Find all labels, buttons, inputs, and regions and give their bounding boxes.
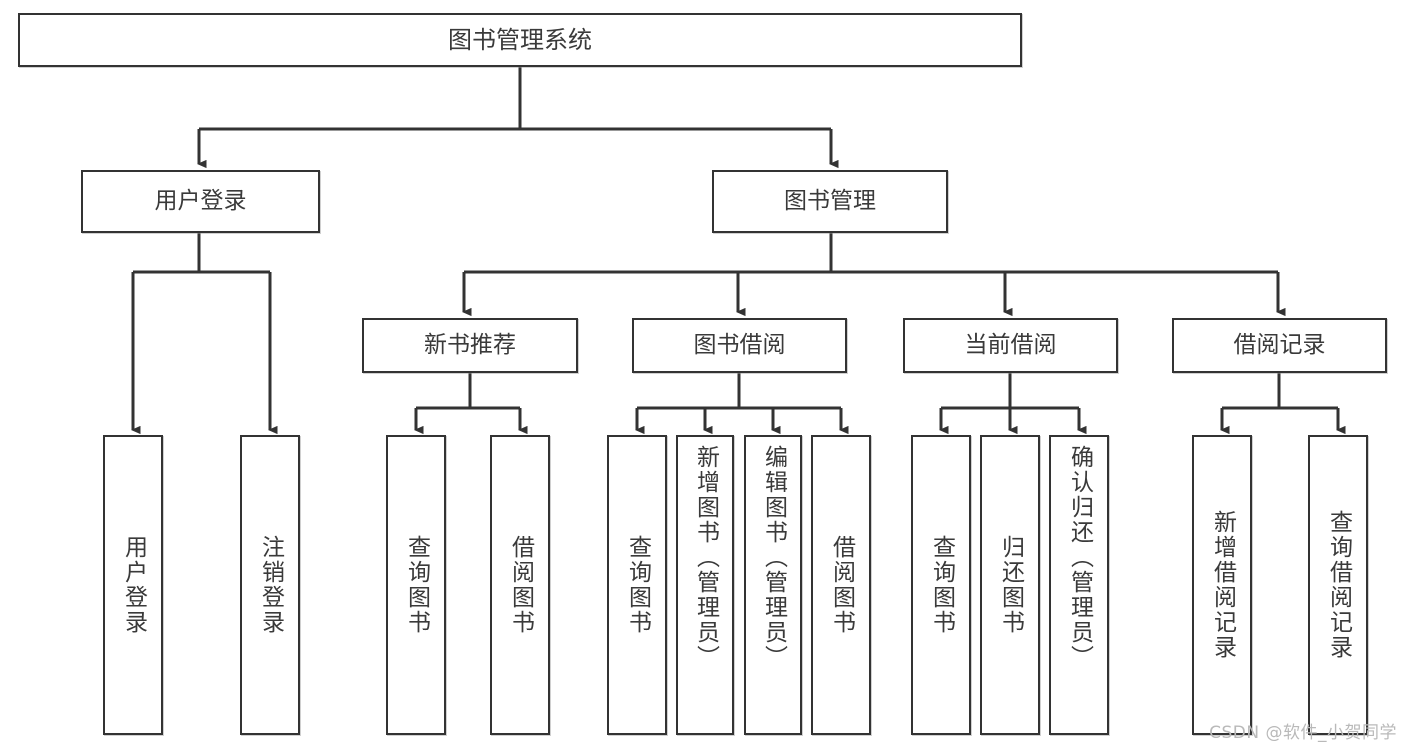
leaf-borrow-book-borrow[interactable]: 借阅图书: [811, 435, 871, 735]
node-book-manage[interactable]: 图书管理: [712, 170, 948, 233]
node-label: 新增图书（管理员）: [692, 445, 719, 670]
node-label: 借阅图书: [507, 535, 534, 635]
leaf-user-login[interactable]: 用户登录: [103, 435, 163, 735]
node-root-system[interactable]: 图书管理系统: [18, 13, 1022, 67]
node-borrow-record[interactable]: 借阅记录: [1172, 318, 1387, 373]
node-label: 确认归还（管理员）: [1066, 445, 1093, 670]
node-label: 查询图书: [403, 535, 430, 635]
leaf-query-book-current[interactable]: 查询图书: [911, 435, 971, 735]
leaf-query-book-borrow[interactable]: 查询图书: [607, 435, 667, 735]
node-label: 查询图书: [624, 535, 651, 635]
leaf-user-logout[interactable]: 注销登录: [240, 435, 300, 735]
node-user-login[interactable]: 用户登录: [81, 170, 320, 233]
node-label: 新书推荐: [424, 331, 516, 358]
node-label: 新增借阅记录: [1209, 510, 1236, 660]
leaf-add-borrow-record[interactable]: 新增借阅记录: [1192, 435, 1252, 735]
leaf-return-book[interactable]: 归还图书: [980, 435, 1040, 735]
node-label: 借阅图书: [828, 535, 855, 635]
watermark-text: CSDN @软件_小贺同学: [1209, 723, 1397, 743]
leaf-borrow-book-recommend[interactable]: 借阅图书: [490, 435, 550, 735]
node-label: 当前借阅: [964, 331, 1057, 358]
leaf-add-book-admin[interactable]: 新增图书（管理员）: [676, 435, 734, 735]
node-label: 查询图书: [928, 535, 955, 635]
node-label: 用户登录: [120, 535, 147, 635]
node-label: 图书管理系统: [448, 25, 592, 54]
node-label: 注销登录: [257, 535, 284, 635]
node-current-borrow[interactable]: 当前借阅: [903, 318, 1118, 373]
leaf-query-book-recommend[interactable]: 查询图书: [386, 435, 446, 735]
leaf-confirm-return-admin[interactable]: 确认归还（管理员）: [1049, 435, 1109, 735]
node-label: 借阅记录: [1233, 331, 1326, 358]
node-label: 归还图书: [997, 535, 1024, 635]
node-label: 用户登录: [154, 187, 247, 214]
node-label: 图书借阅: [693, 331, 786, 358]
leaf-query-borrow-record[interactable]: 查询借阅记录: [1308, 435, 1368, 735]
node-label: 查询借阅记录: [1325, 510, 1352, 660]
node-book-borrow[interactable]: 图书借阅: [632, 318, 847, 373]
node-new-book-recommend[interactable]: 新书推荐: [362, 318, 578, 373]
node-label: 图书管理: [784, 187, 876, 214]
node-label: 编辑图书（管理员）: [760, 445, 787, 670]
leaf-edit-book-admin[interactable]: 编辑图书（管理员）: [744, 435, 802, 735]
